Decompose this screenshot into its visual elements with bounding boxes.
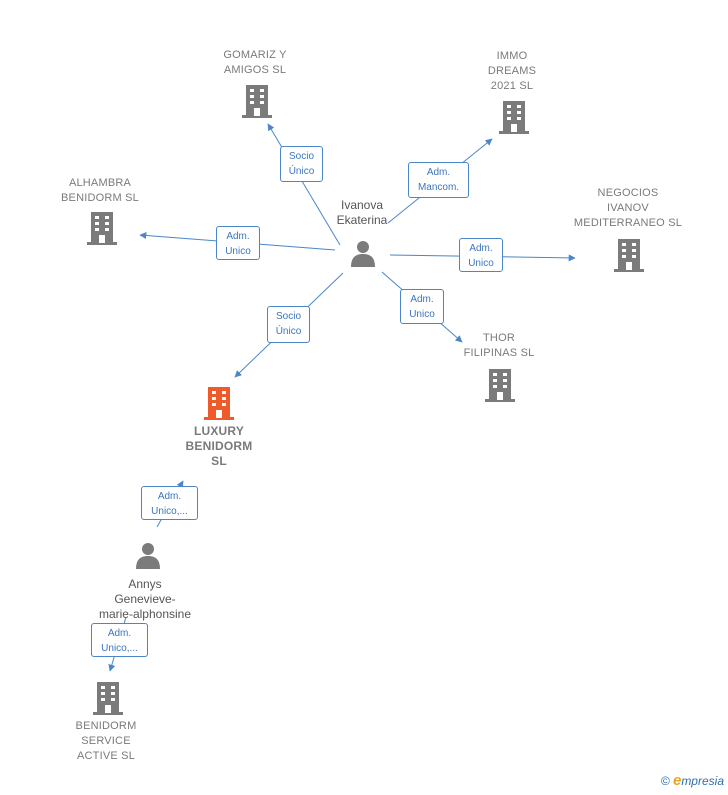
building-icon[interactable] bbox=[86, 211, 118, 245]
edge-label-annys-to-luxury[interactable]: Adm. Unico,... bbox=[141, 486, 198, 520]
person-icon[interactable] bbox=[133, 540, 163, 570]
edge-label-to-thor[interactable]: Adm. Unico bbox=[400, 289, 444, 324]
building-icon[interactable] bbox=[498, 100, 530, 134]
building-icon[interactable] bbox=[241, 84, 273, 118]
building-icon[interactable] bbox=[92, 681, 124, 715]
edge-label-annys-to-benidorm[interactable]: Adm. Unico,... bbox=[91, 623, 148, 657]
company-gomariz-label[interactable]: GOMARIZ Y AMIGOS SL bbox=[223, 49, 287, 76]
person-annys-label[interactable]: Annys Genevieve- marie-alphonsine bbox=[98, 577, 192, 621]
company-alhambra-label[interactable]: ALHAMBRA BENIDORM SL bbox=[61, 177, 139, 204]
edge-label-to-gomariz[interactable]: Socio Único bbox=[280, 146, 323, 182]
main-company-building-icon[interactable] bbox=[203, 386, 235, 420]
edge-label-to-negocios[interactable]: Adm. Unico bbox=[459, 238, 503, 272]
building-icon[interactable] bbox=[484, 368, 516, 402]
company-benidorm-service-label[interactable]: BENIDORM SERVICE ACTIVE SL bbox=[75, 720, 137, 762]
company-negocios-label[interactable]: NEGOCIOS IVANOV MEDITERRANEO SL bbox=[573, 187, 683, 229]
person-ivanova-label[interactable]: Ivanova Ekaterina bbox=[336, 198, 388, 227]
edge-to-gomariz bbox=[267, 123, 341, 246]
brand-initial: e bbox=[672, 772, 682, 789]
company-luxury-label[interactable]: LUXURY BENIDORM SL bbox=[185, 424, 253, 468]
edge-label-to-alhambra[interactable]: Adm. Unico bbox=[216, 226, 260, 260]
empresia-watermark: © empresia bbox=[661, 772, 724, 789]
company-immo-label[interactable]: IMMO DREAMS 2021 SL bbox=[487, 50, 537, 92]
brand-name: mpresia bbox=[681, 774, 724, 788]
person-icon[interactable] bbox=[348, 238, 378, 268]
edge-label-to-luxury[interactable]: Socio Único bbox=[267, 306, 310, 343]
building-icon[interactable] bbox=[613, 238, 645, 272]
company-thor-label[interactable]: THOR FILIPINAS SL bbox=[463, 332, 535, 359]
edge-label-to-immo[interactable]: Adm. Mancom. bbox=[408, 162, 469, 198]
copyright-symbol: © bbox=[660, 774, 670, 788]
